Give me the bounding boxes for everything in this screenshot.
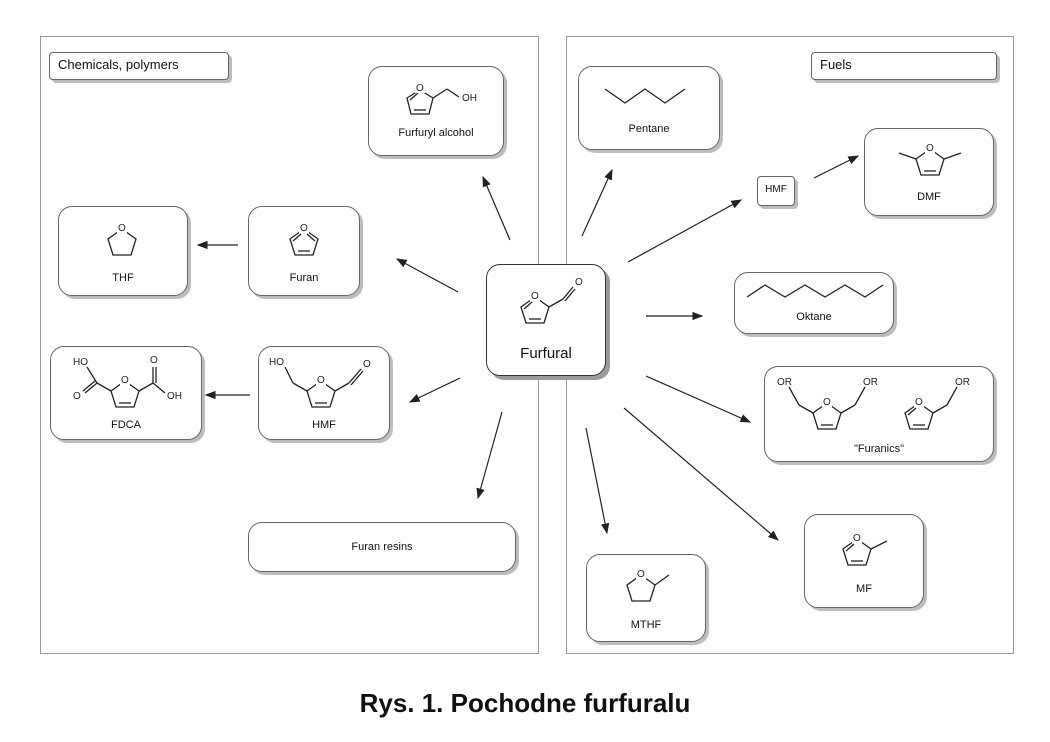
furan-box: O Furan (248, 206, 360, 296)
dmf-box: O DMF (864, 128, 994, 216)
dmf-label: DMF (917, 191, 941, 203)
arrow-to-mthf (585, 427, 610, 535)
furanics-box: O O OR OR OR "Furanics" (764, 366, 994, 462)
pentane-label: Pentane (628, 123, 670, 135)
fuels-title: Fuels (811, 52, 997, 80)
fdca-box: O HO O O OH FDCA (50, 346, 202, 440)
svg-text:OH: OH (462, 93, 477, 104)
furanics-structure: O O OR OR OR (777, 377, 970, 430)
furan-resins-box: Furan resins (248, 522, 516, 572)
pentane-structure (604, 88, 686, 104)
arrow-hmf-to-dmf (813, 155, 860, 179)
svg-text:O: O (575, 277, 583, 288)
dmf-structure: O (898, 141, 962, 176)
mthf-box: O MTHF (586, 554, 706, 642)
svg-text:O: O (531, 291, 539, 302)
arrow-to-furfuryl-alcohol (482, 175, 511, 241)
furfural-label: Furfural (520, 345, 572, 362)
mf-box: O MF (804, 514, 924, 608)
svg-text:O: O (150, 355, 158, 366)
mthf-label: MTHF (630, 619, 662, 631)
svg-text:O: O (823, 397, 831, 408)
svg-text:O: O (363, 359, 371, 370)
svg-text:O: O (300, 223, 308, 234)
hmf-right-label: HMF (765, 184, 787, 195)
svg-text:HO: HO (73, 357, 88, 368)
svg-text:OR: OR (777, 377, 792, 388)
hmf-left-label: HMF (312, 419, 336, 431)
mthf-structure: O (626, 567, 670, 602)
mf-structure: O (842, 531, 888, 566)
svg-text:O: O (118, 223, 126, 234)
furfural-box: O O Furfural (486, 264, 606, 376)
thf-box: O THF (58, 206, 188, 296)
furan-structure: O (289, 221, 319, 256)
fdca-label: FDCA (111, 419, 141, 431)
oktane-box: Oktane (734, 272, 894, 334)
thf-structure: O (107, 221, 137, 256)
mf-label: MF (856, 583, 872, 595)
svg-text:HO: HO (269, 357, 284, 368)
thf-label: THF (112, 272, 134, 284)
hmf-left-box: O HO O HMF (258, 346, 390, 440)
fdca-structure: O HO O O OH (73, 355, 182, 408)
svg-text:O: O (637, 569, 645, 580)
svg-text:OR: OR (955, 377, 970, 388)
hmf-left-structure: O HO O (269, 357, 371, 408)
svg-text:O: O (915, 397, 923, 408)
furfuryl-alcohol-box: O OH Furfuryl alcohol (368, 66, 504, 156)
furfuryl-alcohol-label: Furfuryl alcohol (398, 127, 474, 139)
furfural-structure: O O (520, 277, 583, 324)
oktane-structure (746, 284, 884, 298)
pentane-box: Pentane (578, 66, 720, 150)
arrow-to-pentane (581, 168, 613, 237)
arrow-to-furan (395, 258, 459, 293)
svg-text:O: O (73, 391, 81, 402)
arrow-to-mf (623, 407, 779, 541)
svg-text:OR: OR (863, 377, 878, 388)
svg-text:O: O (121, 375, 129, 386)
svg-text:OH: OH (167, 391, 182, 402)
chemicals-polymers-title: Chemicals, polymers (49, 52, 229, 80)
furan-label: Furan (289, 272, 319, 284)
svg-text:O: O (853, 533, 861, 544)
arrow-to-furanics (645, 375, 752, 423)
oktane-label: Oktane (796, 311, 832, 323)
furan-resins-label: Furan resins (351, 541, 413, 553)
svg-text:O: O (926, 143, 934, 154)
arrow-to-furan-resins (476, 411, 503, 500)
furanics-label: "Furanics" (854, 443, 904, 455)
figure-caption: Rys. 1. Pochodne furfuralu (359, 688, 691, 718)
arrow-to-hmf-left (408, 377, 461, 403)
arrow-to-hmf-right (627, 199, 743, 263)
svg-text:O: O (317, 375, 325, 386)
svg-text:O: O (416, 83, 424, 94)
furfuryl-alcohol-structure: O OH (406, 82, 477, 115)
hmf-right-box: HMF (757, 176, 795, 206)
